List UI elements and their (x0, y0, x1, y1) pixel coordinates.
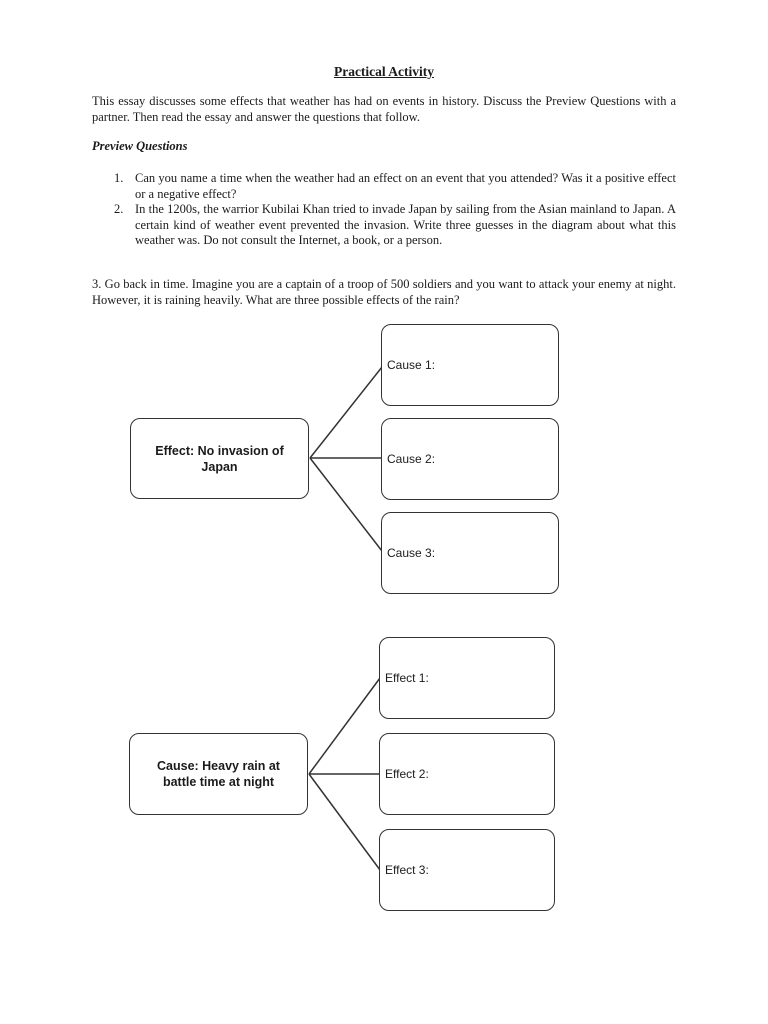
effect-3-label: Effect 3: (385, 863, 429, 877)
effect-2-label: Effect 2: (385, 767, 429, 781)
page-title: Practical Activity (333, 64, 435, 79)
question-text: Can you name a time when the weather had… (135, 171, 676, 201)
connector-lines (309, 366, 383, 552)
effect-hub-label: Effect: No invasion of Japan (155, 443, 284, 474)
effect-2-box: Effect 2: (379, 733, 555, 815)
effect-1-label: Effect 1: (385, 671, 429, 685)
cause-3-label: Cause 3: (387, 546, 436, 560)
cause-1-box: Cause 1: (381, 324, 559, 406)
cause-3-box: Cause 3: (381, 512, 559, 594)
question-number: 1. (114, 171, 124, 185)
cause-effect-diagram-invasion: Effect: No invasion of Japan Cause 1: Ca… (0, 324, 768, 596)
cause-2-label: Cause 2: (387, 452, 436, 466)
cause-hub-label: Cause: Heavy rain at battle time at nigh… (157, 759, 280, 789)
cause-effect-diagram-rain: Cause: Heavy rain at battle time at nigh… (0, 637, 768, 913)
effect-3-box: Effect 3: (379, 829, 555, 911)
cause-1-label: Cause 1: (387, 358, 436, 372)
question-text: In the 1200s, the warrior Kubilai Khan t… (135, 202, 676, 247)
intro-paragraph: This essay discusses some effects that w… (92, 94, 676, 124)
question-number: 2. (114, 202, 124, 216)
preview-question-list: 1. Can you name a time when the weather … (92, 171, 676, 249)
cause-2-box: Cause 2: (381, 418, 559, 500)
question-item-1: 1. Can you name a time when the weather … (92, 171, 676, 202)
cause-hub-box: Cause: Heavy rain at battle time at nigh… (129, 733, 308, 815)
preview-questions-heading: Preview Questions (92, 139, 188, 153)
connector-lines (308, 677, 381, 871)
question-item-2: 2. In the 1200s, the warrior Kubilai Kha… (92, 202, 676, 249)
effect-hub-box: Effect: No invasion of Japan (130, 418, 309, 499)
effect-1-box: Effect 1: (379, 637, 555, 719)
question-3-paragraph: 3. Go back in time. Imagine you are a ca… (92, 277, 676, 307)
